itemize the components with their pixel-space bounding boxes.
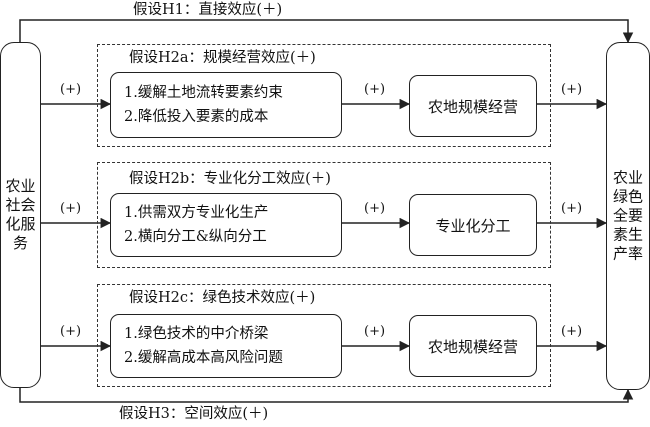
green-tfp-node: 农业绿色全要素生产率 [606,42,650,390]
h3-spatial-arrow [19,388,634,403]
group-h2a [97,44,551,147]
agri-service-node: 农业社会化服务 [0,42,41,388]
mediator-box-a: 农地规模经营 [409,75,537,137]
mediator-box-c: 农地规模经营 [409,315,537,377]
sign-mechanism-to-mediator-c: (+) [364,324,386,339]
group-h2b-title: 假设H2b：专业化分工效应(＋) [126,170,334,188]
sign-service-to-mechanism-c: (+) [60,324,82,339]
mechanism-c-item-1: 1.绿色技术的中介桥梁 [124,326,269,342]
mechanism-a-item-2: 2.降低投入要素的成本 [124,109,269,125]
mechanism-box-b: 1.供需双方专业化生产 2.横向分工&纵向分工 [110,193,342,257]
h3-label: 假设H3：空间效应(＋) [116,405,272,423]
mechanism-box-c: 1.绿色技术的中介桥梁 2.缓解高成本高风险问题 [110,314,342,378]
sign-mediator-to-tfp-b: (+) [561,201,583,216]
sign-mechanism-to-mediator-b: (+) [364,201,386,216]
mechanism-box-a: 1.缓解土地流转要素约束 2.降低投入要素的成本 [110,72,342,138]
group-h2c-title: 假设H2c：绿色技术效应(＋) [126,289,319,307]
h1-direct-arrow [19,19,634,44]
group-h2c [97,284,551,387]
green-tfp-label: 农业绿色全要素生产率 [612,168,643,263]
sign-service-to-mechanism-b: (+) [60,201,82,216]
mechanism-b-item-1: 1.供需双方专业化生产 [124,205,269,221]
agri-service-label: 农业社会化服务 [5,177,36,252]
mechanism-b-item-2: 2.横向分工&纵向分工 [124,229,267,245]
group-h2b [97,162,551,268]
mechanism-a-item-1: 1.缓解土地流转要素约束 [124,85,283,101]
sign-mediator-to-tfp-a: (+) [561,82,583,97]
sign-service-to-mechanism-a: (+) [60,82,82,97]
mediator-box-b: 专业化分工 [409,194,537,256]
sign-mediator-to-tfp-c: (+) [561,324,583,339]
mechanism-c-item-2: 2.缓解高成本高风险问题 [124,350,283,366]
group-h2a-title: 假设H2a：规模经营效应(＋) [126,49,319,67]
sign-mechanism-to-mediator-a: (+) [364,82,386,97]
h1-label: 假设H1：直接效应(＋) [130,1,286,19]
